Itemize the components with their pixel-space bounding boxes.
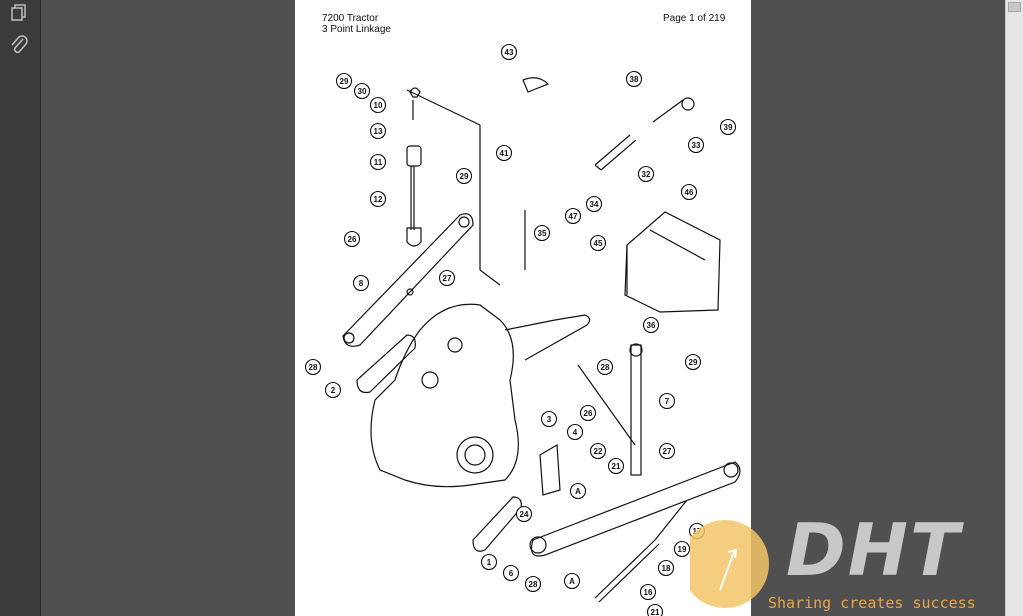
callout-47: 47	[564, 207, 582, 225]
callout-10: 10	[369, 96, 387, 114]
svg-text:41: 41	[500, 149, 509, 158]
svg-text:35: 35	[538, 229, 547, 238]
attachment-icon[interactable]	[6, 32, 32, 58]
svg-text:13: 13	[374, 127, 383, 136]
callout-38: 38	[625, 70, 643, 88]
callout-32: 32	[637, 165, 655, 183]
svg-text:19: 19	[678, 545, 687, 554]
callout-11: 11	[369, 153, 387, 171]
svg-text:39: 39	[724, 123, 733, 132]
svg-text:29: 29	[460, 172, 469, 181]
callout-33: 33	[687, 136, 705, 154]
callout-30: 30	[353, 82, 371, 100]
svg-text:34: 34	[590, 200, 599, 209]
callout-13: 13	[369, 122, 387, 140]
callout-29: 29	[335, 72, 353, 90]
callout-16: 16	[639, 583, 657, 601]
svg-text:32: 32	[642, 170, 651, 179]
svg-text:21: 21	[612, 462, 621, 471]
callout-22: 22	[589, 442, 607, 460]
svg-text:6: 6	[509, 569, 514, 578]
callout-6: 6	[502, 564, 520, 582]
svg-text:12: 12	[374, 195, 383, 204]
svg-text:43: 43	[505, 48, 514, 57]
svg-text:29: 29	[340, 77, 349, 86]
svg-text:26: 26	[584, 409, 593, 418]
callout-4: 4	[566, 423, 584, 441]
svg-text:30: 30	[358, 87, 367, 96]
callout-29: 29	[684, 353, 702, 371]
svg-text:29: 29	[689, 358, 698, 367]
callout-21: 21	[607, 457, 625, 475]
callout-21: 21	[646, 603, 664, 616]
callout-28: 28	[524, 575, 542, 593]
svg-text:27: 27	[443, 274, 452, 283]
callout-36: 36	[642, 316, 660, 334]
vertical-scrollbar[interactable]	[1005, 0, 1023, 616]
svg-text:24: 24	[520, 510, 529, 519]
svg-text:11: 11	[374, 158, 383, 167]
svg-text:1: 1	[487, 558, 492, 567]
callout-19: 19	[673, 540, 691, 558]
callout-26: 26	[579, 404, 597, 422]
svg-text:46: 46	[685, 188, 694, 197]
document-page: 7200 Tractor 3 Point Linkage Page 1 of 2…	[295, 0, 751, 616]
callout-28: 28	[596, 358, 614, 376]
callout-35: 35	[533, 224, 551, 242]
svg-text:28: 28	[309, 363, 318, 372]
callout-29: 29	[455, 167, 473, 185]
pages-icon[interactable]	[6, 0, 32, 26]
exploded-parts-diagram: 2930101311122926278282434134354738333932…	[304, 43, 741, 616]
callout-28: 28	[304, 358, 322, 376]
callout-A: A	[563, 572, 581, 590]
callout-45: 45	[589, 234, 607, 252]
callout-26: 26	[343, 230, 361, 248]
svg-text:22: 22	[594, 447, 603, 456]
svg-text:47: 47	[569, 212, 578, 221]
svg-text:A: A	[575, 487, 581, 496]
scrollbar-thumb[interactable]	[1008, 2, 1021, 12]
callout-A: A	[569, 482, 587, 500]
svg-text:A: A	[569, 577, 575, 586]
svg-text:28: 28	[601, 363, 610, 372]
watermark-brand: DHT	[786, 508, 962, 592]
svg-text:26: 26	[348, 235, 357, 244]
callout-27: 27	[438, 269, 456, 287]
callout-12: 12	[369, 190, 387, 208]
svg-text:45: 45	[594, 239, 603, 248]
svg-text:33: 33	[692, 141, 701, 150]
svg-text:8: 8	[359, 279, 364, 288]
svg-text:4: 4	[573, 428, 578, 437]
svg-text:10: 10	[374, 101, 383, 110]
callout-8: 8	[352, 274, 370, 292]
callout-46: 46	[680, 183, 698, 201]
svg-text:18: 18	[662, 564, 671, 573]
viewer-sidebar	[0, 0, 41, 616]
callout-1: 1	[480, 553, 498, 571]
callout-24: 24	[515, 505, 533, 523]
callout-18: 18	[657, 559, 675, 577]
callout-43: 43	[500, 43, 518, 61]
svg-text:16: 16	[644, 588, 653, 597]
svg-text:27: 27	[663, 447, 672, 456]
document-title: 7200 Tractor	[322, 13, 379, 24]
document-subtitle: 3 Point Linkage	[322, 24, 391, 35]
watermark-slogan: Sharing creates success	[768, 594, 976, 612]
callout-3: 3	[540, 410, 558, 428]
svg-text:36: 36	[647, 321, 656, 330]
callout-41: 41	[495, 144, 513, 162]
callout-34: 34	[585, 195, 603, 213]
callout-7: 7	[658, 392, 676, 410]
callout-2: 2	[324, 381, 342, 399]
page-label: Page 1 of 219	[663, 13, 726, 24]
dht-logo	[690, 520, 769, 608]
svg-text:21: 21	[651, 608, 660, 616]
svg-text:2: 2	[331, 386, 336, 395]
callout-39: 39	[719, 118, 737, 136]
svg-text:3: 3	[547, 415, 552, 424]
svg-text:28: 28	[529, 580, 538, 589]
svg-text:38: 38	[630, 75, 639, 84]
callout-27: 27	[658, 442, 676, 460]
svg-text:7: 7	[665, 397, 670, 406]
